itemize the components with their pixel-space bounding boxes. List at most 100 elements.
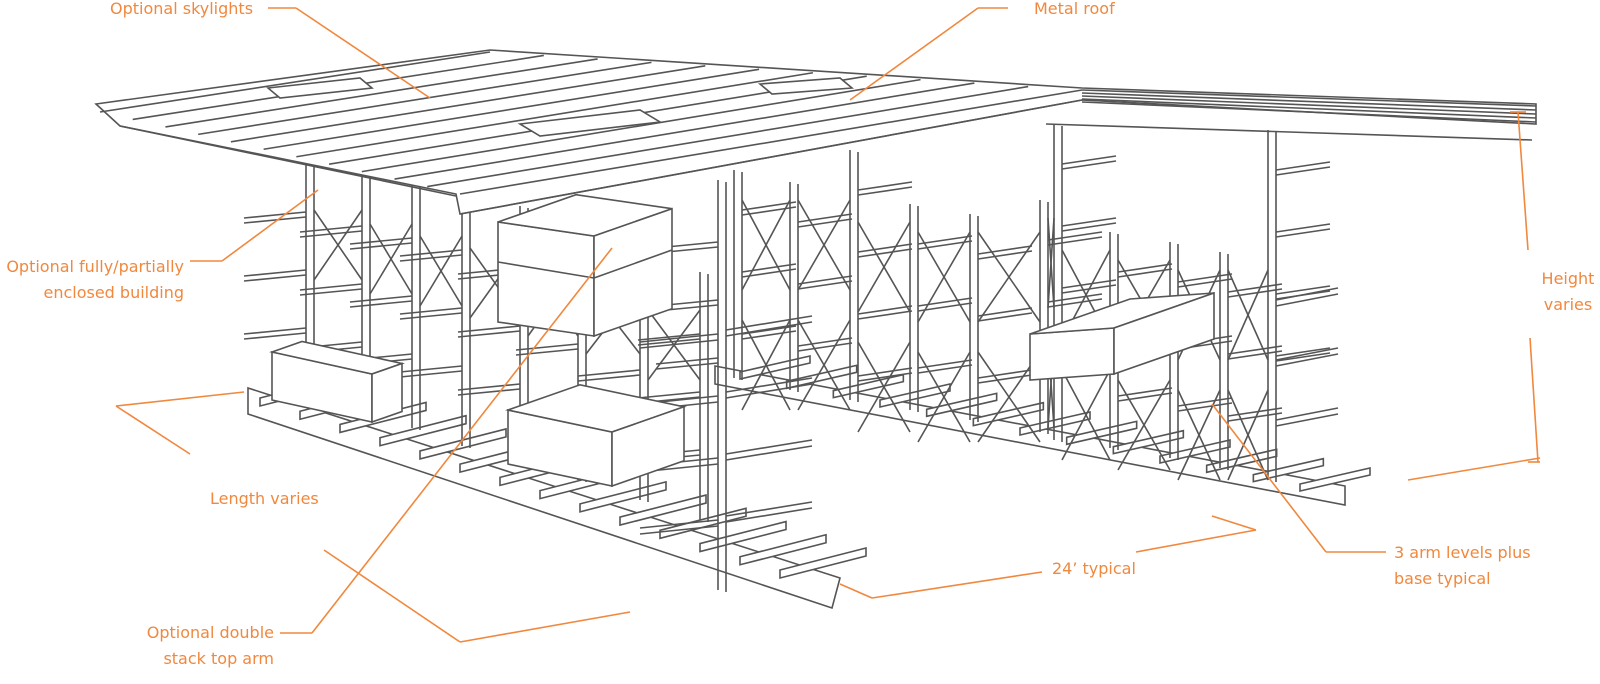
base-rail (419, 427, 507, 460)
cantilever-arm-edge (917, 302, 973, 312)
leader-height-base (1407, 457, 1541, 481)
cantilever-arm (797, 213, 853, 223)
roof-panel-rib (263, 68, 760, 151)
cantilever-arm-edge (399, 312, 463, 320)
x-brace (369, 223, 413, 295)
cantilever-arm-edge (857, 186, 913, 196)
cantilever-arm (1275, 287, 1339, 301)
cantilever-arm (243, 327, 307, 335)
cantilever-arm (1061, 279, 1117, 289)
cantilever-arm (977, 307, 1033, 317)
base-rail (1299, 466, 1371, 493)
cantilever-arm-edge (797, 342, 853, 352)
cantilever-arm (977, 369, 1033, 379)
cantilever-arm-edge (457, 388, 521, 396)
leader-double-stack (311, 247, 613, 634)
cantilever-arm (741, 201, 797, 211)
load-box-double-stack-side (593, 207, 673, 338)
cantilever-arm-edge (1061, 222, 1117, 232)
cantilever-arm-edge (637, 338, 701, 346)
cantilever-arm (1275, 285, 1331, 295)
cantilever-arm (1275, 223, 1331, 233)
cantilever-arm-edge (1227, 288, 1283, 298)
x-brace (1227, 389, 1269, 481)
cantilever-arm-edge (1275, 352, 1331, 362)
cantilever-arm (917, 235, 973, 245)
cantilever-arm-edge (741, 268, 797, 278)
cantilever-arm (349, 295, 413, 303)
cantilever-arm-edge (1275, 166, 1331, 176)
cantilever-arm (741, 263, 797, 273)
leader-length-top (115, 405, 191, 455)
cantilever-arm-edge (655, 362, 719, 370)
x-brace (741, 199, 791, 291)
cantilever-arm-edge (1227, 412, 1283, 422)
x-brace (1061, 369, 1111, 461)
cantilever-arm (399, 249, 463, 257)
base-rail (925, 392, 998, 418)
cantilever-arm-edge (1177, 402, 1233, 412)
cantilever-arm (243, 211, 307, 219)
x-brace (917, 231, 971, 323)
x-brace (857, 221, 911, 313)
base-platform-right (714, 365, 1346, 506)
leader-length-bottom (459, 611, 631, 643)
leader-height-upper (1528, 118, 1536, 256)
cantilever-arm (1177, 273, 1233, 283)
base-rail (619, 494, 707, 527)
cantilever-arm (857, 181, 913, 191)
cantilever-arm-edge (299, 288, 363, 296)
base-rail (779, 546, 867, 580)
cantilever-arm-edge (399, 254, 463, 262)
roof-panel-rib (427, 85, 1029, 188)
roof-panel-rib (394, 82, 975, 180)
metal-roof (94, 49, 1537, 215)
cantilever-arm (857, 243, 913, 253)
leader-height-lower (1529, 337, 1539, 463)
cantilever-arm (299, 283, 363, 291)
roof-panel-rib (459, 89, 1083, 195)
cantilever-arm-edge (399, 370, 463, 378)
cantilever-arm-edge (1275, 413, 1339, 427)
cantilever-arm (797, 337, 853, 347)
leader-width-right (1135, 529, 1257, 553)
cantilever-arm (457, 325, 521, 333)
cantilever-arm-edge (1061, 284, 1117, 294)
base-rail (739, 354, 811, 381)
cantilever-arm (1275, 407, 1339, 421)
cantilever-arm-edge (797, 280, 853, 290)
roof-panel-rib (361, 78, 921, 173)
cantilever-arm (725, 377, 813, 393)
cantilever-arm-edge (917, 364, 973, 374)
base-rail (739, 533, 827, 566)
cantilever-arm (1047, 231, 1103, 241)
cantilever-arm-edge (243, 216, 307, 224)
cantilever-arm-edge (741, 330, 797, 340)
cantilever-arm (577, 369, 641, 377)
leader-skylights (295, 7, 431, 99)
cantilever-arm-edge (299, 230, 363, 238)
cantilever-arm (399, 365, 463, 373)
roof-panel-rib (99, 51, 491, 113)
cantilever-arm-edge (857, 310, 913, 320)
cantilever-arm-edge (1275, 293, 1339, 307)
cantilever-arm (917, 359, 973, 369)
cantilever-arm-edge (349, 300, 413, 308)
cantilever-arm-edge (857, 372, 913, 382)
cantilever-arm (655, 357, 719, 365)
cantilever-arm-edge (243, 332, 307, 340)
base-rail (832, 373, 905, 399)
cantilever-arm (1275, 347, 1331, 357)
cantilever-arm-edge (243, 274, 307, 282)
cantilever-arm-edge (977, 312, 1033, 322)
leader-length-bottom (323, 549, 461, 643)
leader-height-upper (1517, 111, 1529, 251)
x-brace (857, 341, 911, 433)
x-brace (1047, 217, 1055, 309)
cantilever-arm (857, 367, 913, 377)
roof-panel-rib (198, 61, 652, 136)
x-brace (313, 209, 363, 281)
cantilever-arm-edge (1047, 298, 1103, 308)
